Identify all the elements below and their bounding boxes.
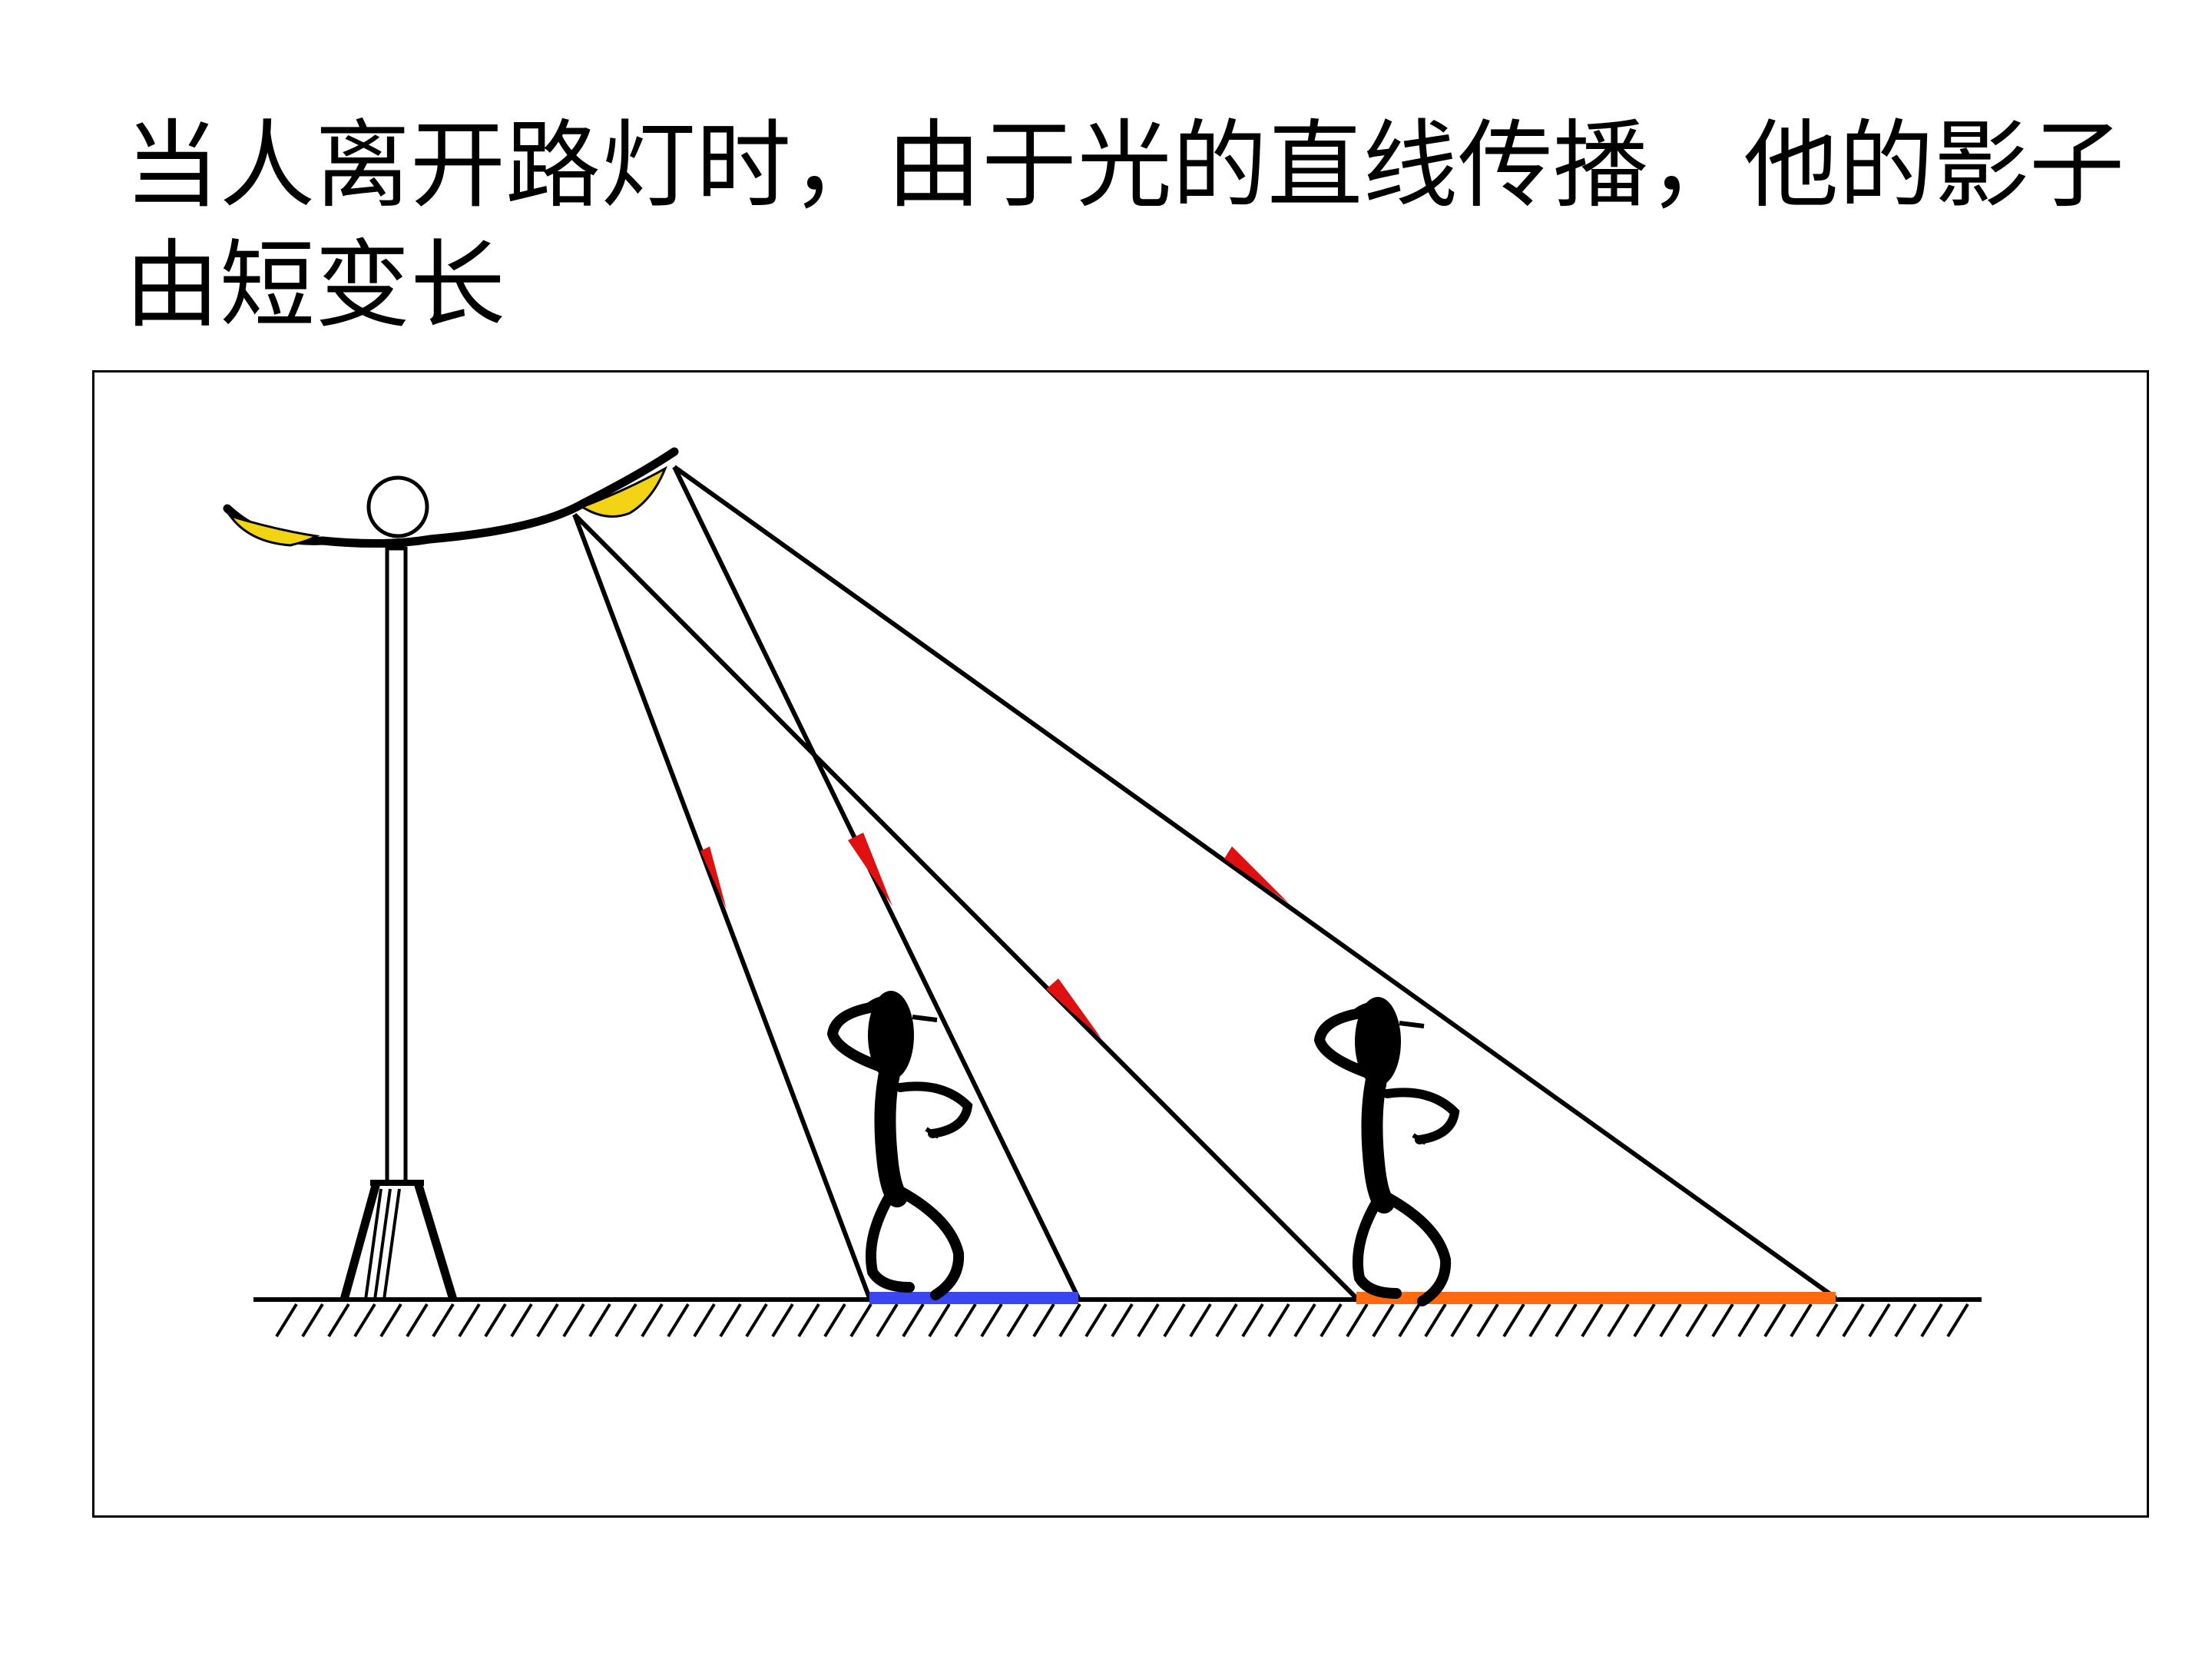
light-rays [572,465,1837,1300]
shadow-short [869,1292,1078,1304]
ray-arrow [848,833,892,906]
ground-hatching [275,1303,1969,1338]
lamp-pole [385,546,408,1185]
ray-arrow [1224,846,1289,903]
person-near [826,991,973,1300]
ray-direction-arrows [700,833,1289,1038]
ray-far-back [673,465,1837,1300]
ray-near-front [572,513,872,1300]
shadows [869,1292,1836,1304]
person-far [1313,997,1460,1306]
slide-title: 当人离开路灯时，由于光的直线传播，他的影子由短变长 [124,111,2125,341]
ray-arrow [1046,979,1101,1038]
ray-near-back [672,465,1081,1300]
diagram-frame [92,370,2149,1518]
lamp-top-ball [366,475,429,538]
ray-arrow [700,846,727,909]
lamp-light-right [579,465,667,518]
ground [253,1297,1982,1338]
ray-far-front [572,512,1359,1300]
lamp-base [339,1180,458,1301]
shadow-long [1356,1292,1836,1304]
lamp-light-left [227,514,320,547]
street-lamp [223,447,679,1301]
